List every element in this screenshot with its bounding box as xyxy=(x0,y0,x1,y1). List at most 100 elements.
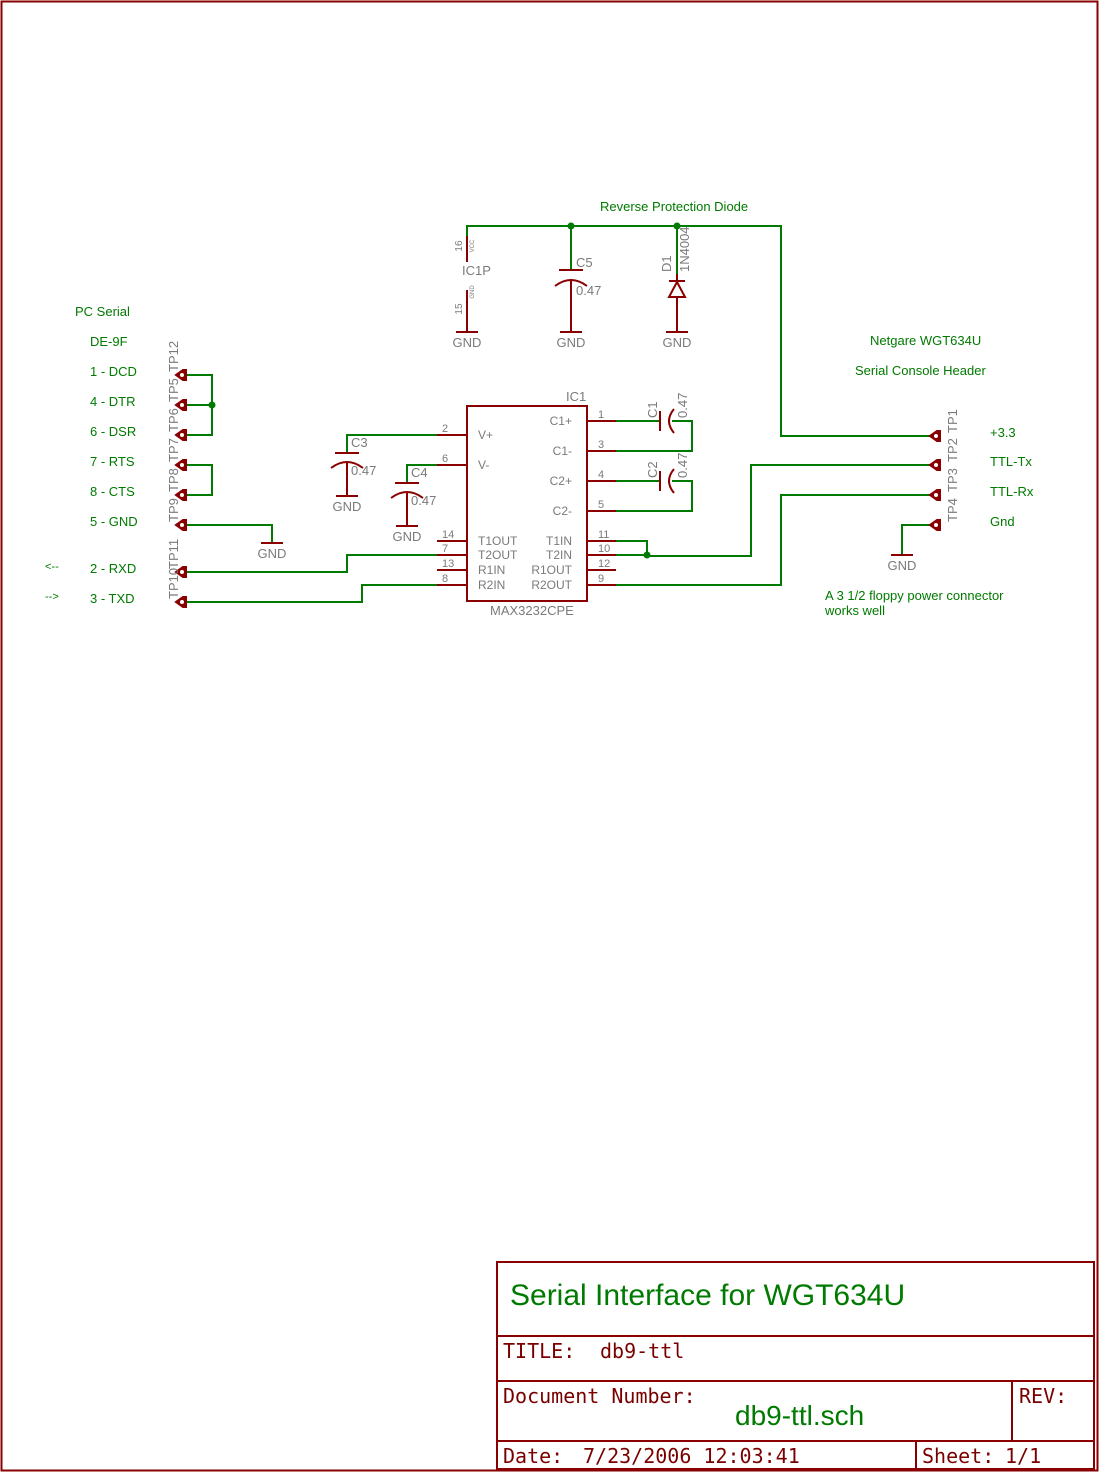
gnd-c5-label: GND xyxy=(557,335,586,350)
arrow-rxd: <-- xyxy=(45,561,59,573)
date-label: Date: xyxy=(503,1444,563,1468)
c1-value: 0.47 xyxy=(675,393,690,418)
header-tp-label: TP4 xyxy=(945,498,960,522)
gnd-c4: GND xyxy=(393,525,421,544)
c4-ref: C4 xyxy=(411,465,428,480)
diode-d1: D1 1N4004 xyxy=(659,226,692,332)
d1-ref: D1 xyxy=(659,255,674,272)
c2-ref: C2 xyxy=(645,461,660,478)
gnd-header-label: GND xyxy=(888,558,917,573)
header-pin-label: Gnd xyxy=(990,514,1015,529)
capacitor-c4: C4 0.47 xyxy=(390,465,436,526)
header-testpoint-2-pad xyxy=(934,463,938,467)
wire-ttl-tx xyxy=(647,464,932,557)
c2-curve xyxy=(668,468,675,494)
db9-testpoint-3 xyxy=(174,429,187,441)
db9-testpoint-6 xyxy=(174,519,187,531)
d1-value: 1N4004 xyxy=(677,226,692,272)
ground-symbols: GND GND GND GND GND GND GND xyxy=(258,318,917,573)
ic1-ref: IC1 xyxy=(566,389,586,404)
capacitor-c1: C1 0.47 xyxy=(645,393,690,434)
c3-value: 0.47 xyxy=(351,463,376,478)
ic1-pin-num: 9 xyxy=(598,573,604,585)
c1-curve xyxy=(668,408,675,434)
junction-t2in xyxy=(643,551,651,559)
title-label: TITLE: xyxy=(503,1339,575,1363)
header-testpoint-4 xyxy=(928,519,941,531)
wire-c4-vminus xyxy=(406,464,437,483)
d1-triangle xyxy=(667,279,687,298)
gnd-db9: GND xyxy=(258,542,286,561)
gnd-c3-label: GND xyxy=(333,499,362,514)
ic1p-ref: IC1P xyxy=(462,263,491,278)
label-floppy-1: A 3 1/2 floppy power connector xyxy=(825,588,1004,603)
db9-pin-label: 3 - TXD xyxy=(90,591,135,606)
c2-value: 0.47 xyxy=(675,453,690,478)
ic1-pin-name: R2OUT xyxy=(531,578,572,592)
ic1-pin-num: 7 xyxy=(442,543,448,555)
capacitor-c2: C2 0.47 xyxy=(645,453,690,494)
wire-txd xyxy=(182,584,437,603)
c5-ref: C5 xyxy=(576,255,593,270)
ic1-pin-num: 12 xyxy=(598,558,610,570)
ic1-pin-num: 11 xyxy=(598,529,609,541)
header-testpoint-2 xyxy=(928,459,941,471)
wire-vcc-rail xyxy=(466,225,932,437)
ic1p-power: 16 VCC 15 GND IC1P xyxy=(454,236,491,318)
label-serial-console: Serial Console Header xyxy=(855,363,986,378)
wire-ttl-rx xyxy=(616,494,932,586)
header-pin-label: TTL-Tx xyxy=(990,454,1032,469)
ic1-pin-name: T1IN xyxy=(546,534,572,548)
gnd-d1-label: GND xyxy=(663,335,692,350)
db9-tp-label: TP6 xyxy=(166,408,181,432)
ic1-pin-name: T2IN xyxy=(546,548,572,562)
ic1p-vcc-pin-name: VCC xyxy=(470,239,476,252)
db9-testpoint-3-pad xyxy=(180,433,184,437)
header-pin-label: +3.3 xyxy=(990,425,1016,440)
arrow-txd: --> xyxy=(45,591,59,603)
header-testpoint-1-pad xyxy=(934,434,938,438)
db9-tp-label: TP12 xyxy=(166,341,181,372)
db9-tp-label: TP11 xyxy=(166,539,181,569)
ic1-pin-name: C2+ xyxy=(550,474,572,488)
db9-testpoint-8-pad xyxy=(180,600,184,604)
gnd-d1: GND xyxy=(663,331,692,350)
sheet-value: 1/1 xyxy=(1005,1444,1041,1468)
label-pc-serial: PC Serial xyxy=(75,304,130,319)
ic1-pin-name: V- xyxy=(478,458,489,472)
c3-ref: C3 xyxy=(351,435,368,450)
db9-testpoint-6-pad xyxy=(180,523,184,527)
annotations: PC Serial DE-9F Reverse Protection Diode… xyxy=(45,199,1004,618)
db9-testpoint-4 xyxy=(174,459,187,471)
wire-c2-minus xyxy=(616,480,693,512)
gnd-c5: GND xyxy=(557,331,586,350)
ic1p-gnd-pin-name: GND xyxy=(470,285,476,299)
ic1-pin-num: 13 xyxy=(442,558,454,570)
ic1-pin-name: R1OUT xyxy=(531,563,572,577)
db9-testpoint-1 xyxy=(174,369,187,381)
db9-pin-label: 4 - DTR xyxy=(90,394,136,409)
wires xyxy=(182,225,932,603)
ic1-pin-name: R1IN xyxy=(478,563,505,577)
db9-testpoint-2-pad xyxy=(180,403,184,407)
gnd-ic1p: GND xyxy=(453,331,481,350)
ic1-body xyxy=(466,405,588,602)
db9-pin-label: 8 - CTS xyxy=(90,484,135,499)
db9-testpoint-8 xyxy=(174,596,187,608)
ic1-pin-num: 1 xyxy=(598,409,604,421)
sheet-label: Sheet: xyxy=(922,1444,994,1468)
db9-pin-label: 2 - RXD xyxy=(90,561,136,576)
header-tp-label: TP3 xyxy=(945,468,960,492)
label-reverse-diode: Reverse Protection Diode xyxy=(600,199,748,214)
ic1-pin-name: V+ xyxy=(478,428,493,442)
c5-value: 0.47 xyxy=(576,283,601,298)
wire-header-gnd xyxy=(901,524,932,555)
db9-testpoint-2 xyxy=(174,399,187,411)
ic1-pin-num: 8 xyxy=(442,573,448,585)
ic1-pin-name: R2IN xyxy=(478,578,505,592)
title-block-frame xyxy=(496,1261,1095,1470)
rev-label: REV: xyxy=(1019,1384,1067,1408)
label-floppy-2: works well xyxy=(824,603,885,618)
